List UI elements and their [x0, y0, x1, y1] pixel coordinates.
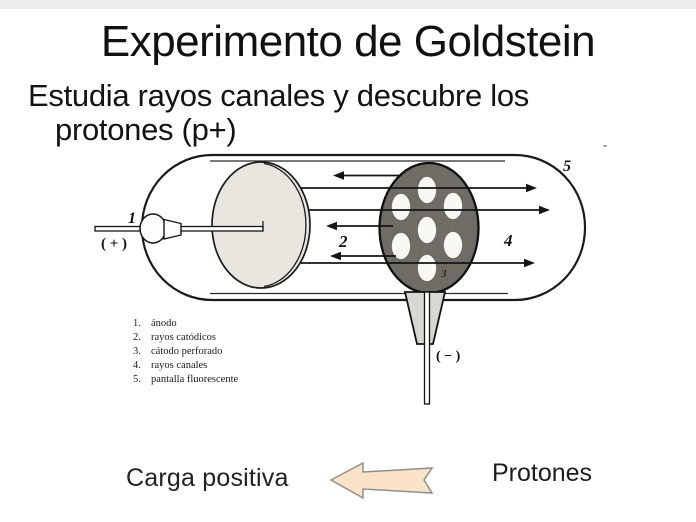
legend-item-label: pantalla fluorescente — [151, 374, 239, 385]
legend-item-number: 1. — [133, 318, 141, 329]
left-arrowhead-icon — [326, 221, 337, 231]
diagram-label-minus: ( − ) — [436, 349, 461, 364]
page-title: Experimento de Goldstein — [100, 17, 596, 66]
anode-disc — [211, 161, 311, 289]
legend-item-label: ánodo — [151, 318, 177, 329]
anode-cone — [163, 218, 182, 240]
legend-item-label: cátodo perforado — [151, 346, 223, 357]
left-block-arrow-shape — [329, 461, 434, 500]
left-block-arrow-icon — [329, 461, 434, 500]
diagram-legend: 1. ánodo 2. rayos catódicos 3. cátodo perfo… — [133, 317, 238, 387]
right-arrowhead-icon — [524, 258, 535, 268]
cathode-hole — [391, 232, 411, 260]
legend-item: 3. cátodo perforado — [133, 345, 238, 359]
top-strip — [0, 0, 696, 9]
legend-item-label: rayos catódicos — [151, 332, 217, 343]
left-arrowhead-icon — [333, 171, 344, 180]
cathode-hole — [417, 254, 437, 282]
diagram-label-4: 4 — [503, 231, 513, 250]
anode-bead — [139, 213, 167, 244]
right-arrowhead-icon — [539, 205, 550, 215]
right-arrowhead-icon — [526, 183, 537, 193]
subtitle: Estudia rayos canales y descubre los pro… — [28, 79, 529, 147]
legend-item: 4. rayos canales — [133, 359, 238, 373]
canal-ray-arrows — [301, 183, 550, 268]
subtitle-line-1: Estudia rayos canales y descubre los — [28, 78, 529, 113]
cathode-holes — [391, 176, 463, 282]
cathode-hole — [443, 192, 463, 220]
diagram-label-5: 5 — [563, 158, 571, 175]
legend-item-number: 3. — [133, 346, 141, 357]
protons-label: Protones — [492, 459, 593, 487]
cathode-ray-arrows — [326, 171, 402, 261]
left-arrowhead-icon — [330, 251, 341, 261]
diagram-label-plus: ( + ) — [101, 236, 127, 252]
legend-item-number: 4. — [133, 360, 141, 371]
cathode-hole — [443, 231, 463, 259]
legend-item: 1. ánodo — [133, 317, 238, 331]
cathode-hole — [417, 216, 437, 244]
diagram-label-3: 3 — [440, 268, 447, 280]
cathode-hole — [391, 193, 411, 221]
corner-dash-mark: - — [603, 140, 607, 152]
legend-item: 2. rayos catódicos — [133, 331, 238, 345]
legend-item-label: rayos canales — [151, 360, 208, 371]
subtitle-line-2: protones (p+) — [55, 112, 237, 147]
cathode-hole — [417, 176, 437, 204]
goldstein-tube-diagram: 1 ( + ) 2 3 4 5 ( − ) - — [94, 140, 607, 405]
legend-item-number: 2. — [133, 332, 141, 343]
cathode-rod — [423, 291, 431, 405]
diagram-label-1: 1 — [128, 210, 136, 227]
legend-item-number: 5. — [133, 374, 141, 385]
diagram-label-2: 2 — [338, 232, 348, 251]
legend-item: 5. pantalla fluorescente — [133, 373, 238, 387]
positive-charge-label: Carga positiva — [126, 464, 289, 492]
anode-disc-rim — [263, 162, 307, 288]
